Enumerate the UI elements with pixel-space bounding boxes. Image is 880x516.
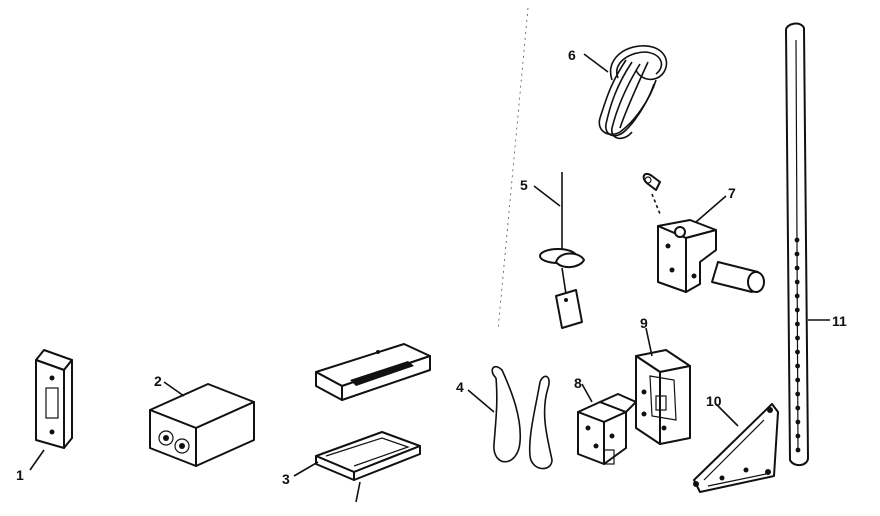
strap-hole [795,419,801,425]
strap-hole [795,363,800,369]
part-11-perforated-strap [785,22,830,466]
label-7: 7 [728,185,736,201]
label-4: 4 [456,379,464,395]
part-8-small-bracket [577,383,637,465]
part-7-door-bracket [642,172,765,293]
strap-hole [795,405,801,411]
strap-hole [794,307,800,313]
part-6-coiled-wire [583,45,668,140]
strap-hole [795,433,801,439]
part-9-header-bracket [635,327,691,445]
label-5: 5 [520,177,528,193]
strap-hole [795,349,800,355]
part-10-angle-bracket [693,403,779,493]
part-4-wire-hooks [467,365,553,470]
strap-hole [795,335,800,341]
part-5-release-cord [533,172,585,329]
strap-hole [794,265,800,271]
label-3: 3 [282,471,290,487]
strap-hole [795,377,801,383]
label-11: 11 [832,313,847,329]
strap-holes [794,237,801,453]
strap-hole [794,279,800,285]
strap-hole [794,237,800,243]
part-2-battery [149,381,255,467]
label-10: 10 [706,393,722,409]
label-2: 2 [154,373,162,389]
label-9: 9 [640,315,648,331]
label-8: 8 [574,375,582,391]
strap-hole [795,321,800,327]
strap-hole [794,251,800,257]
scan-line [497,7,529,331]
strap-hole [795,447,801,453]
label-1: 1 [16,467,24,483]
part-1-push-button [29,349,73,471]
strap-hole [794,293,800,299]
strap-hole [795,391,801,397]
part-3-cover-and-tray [293,343,431,503]
label-6: 6 [568,47,576,63]
